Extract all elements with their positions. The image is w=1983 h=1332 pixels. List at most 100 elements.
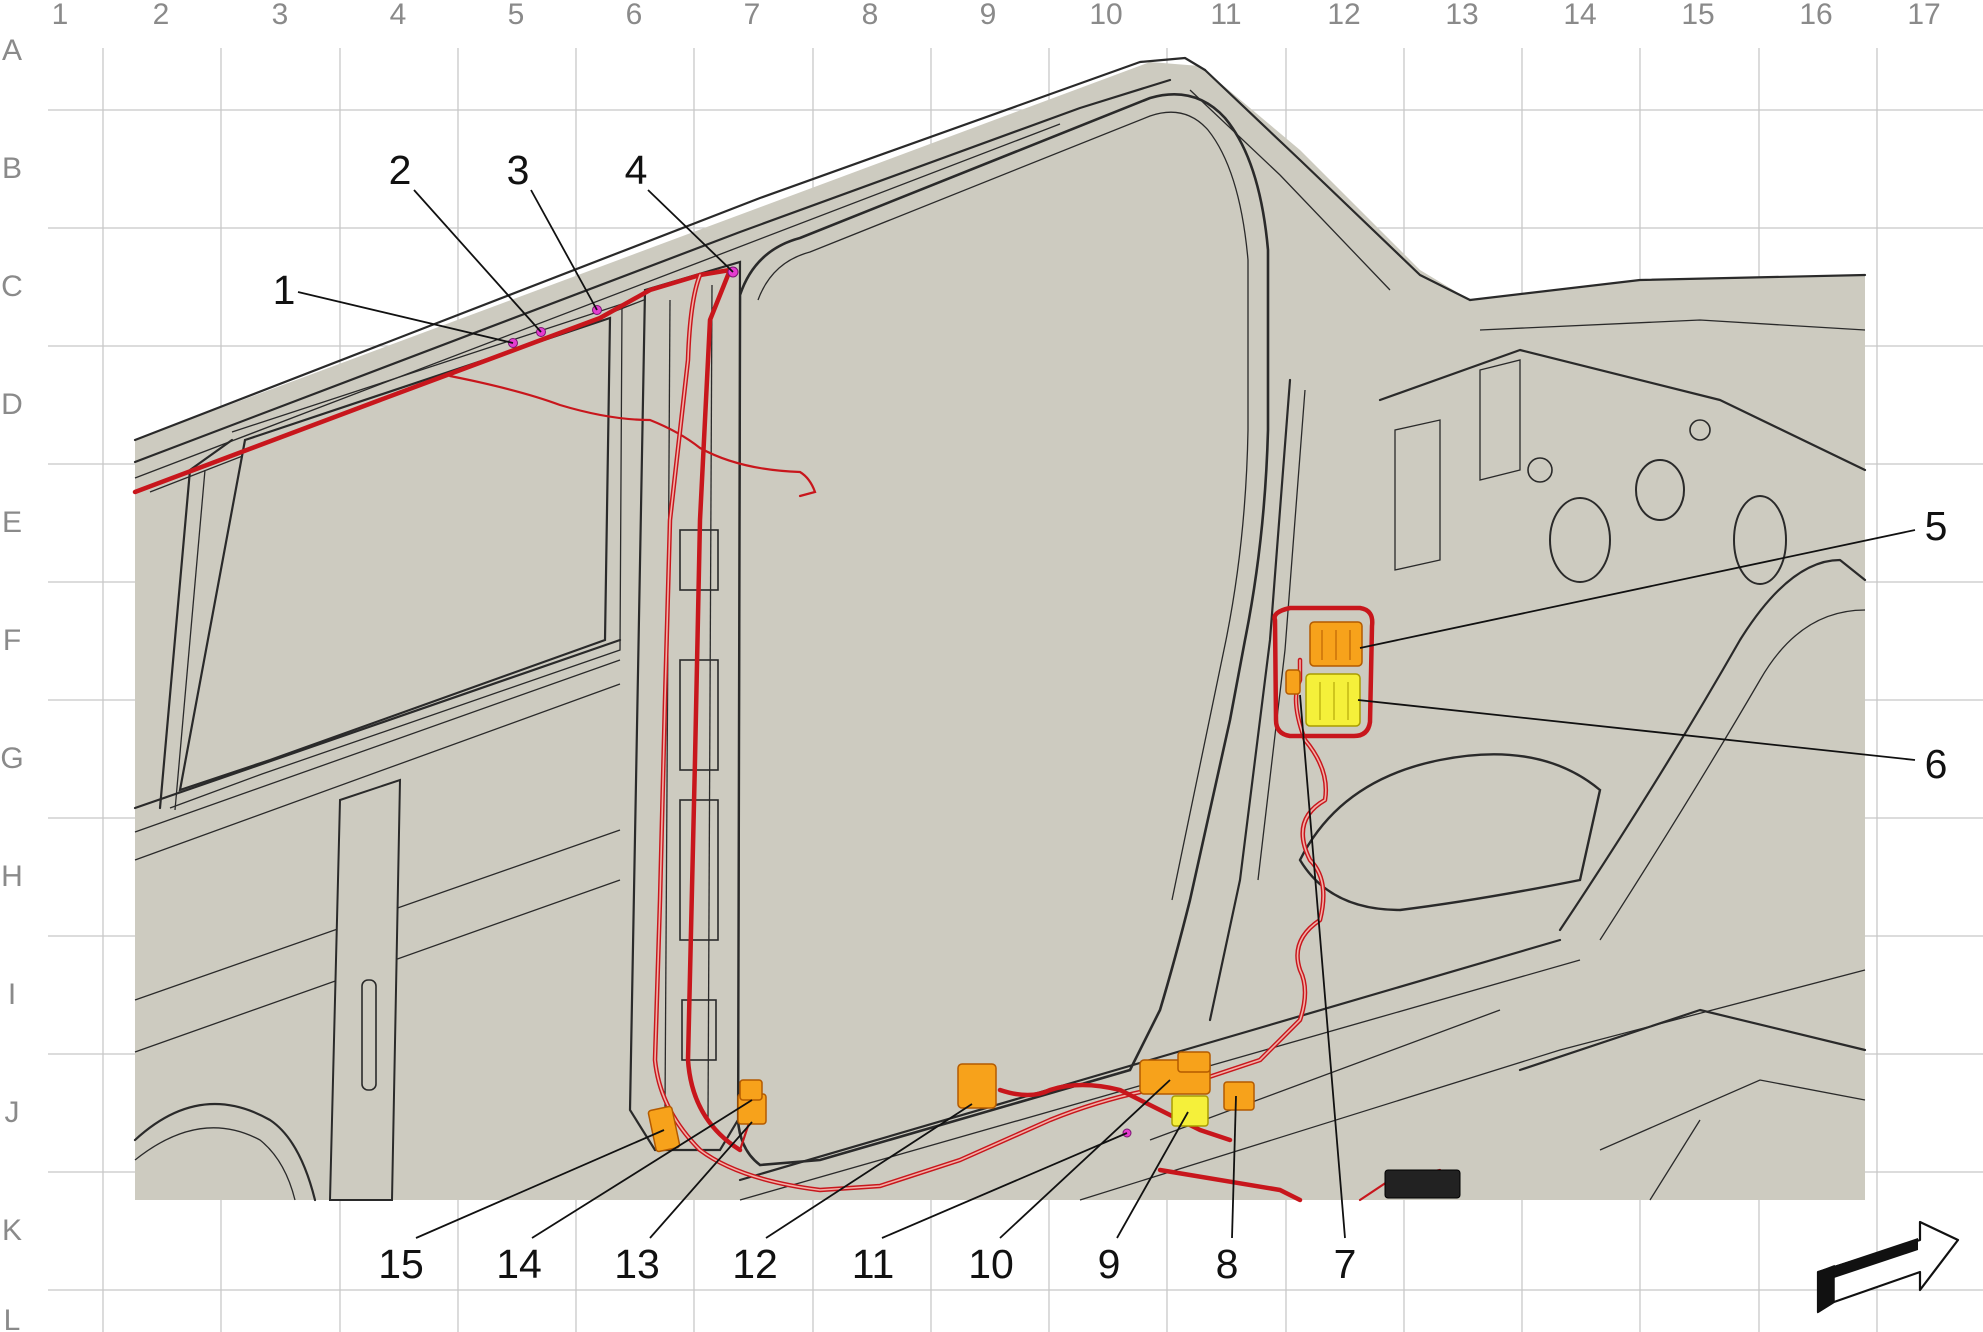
roof-rail-inner — [133, 78, 1172, 464]
leader-line-2 — [413, 189, 542, 333]
pillar-slot — [361, 979, 377, 1091]
b-pillar-cutout — [681, 999, 717, 1061]
b-pillar-cutout — [679, 799, 719, 941]
roof-harness-branch — [448, 374, 817, 498]
roof-rail-outer — [133, 56, 1207, 442]
grid-row-label: J — [5, 1096, 20, 1129]
callout-label-4: 4 — [625, 147, 648, 193]
callout-label-7: 7 — [1334, 1241, 1357, 1287]
grid-column-label: 7 — [744, 0, 761, 31]
grid-row-label: E — [2, 506, 22, 539]
leader-line-1 — [297, 291, 514, 344]
grid-column-label: 16 — [1799, 0, 1832, 31]
front-direction-arrow-icon — [1816, 1220, 1960, 1314]
grid-column-labels: 1 2 3 4 5 6 7 8 9 10 11 12 13 14 15 16 1… — [52, 0, 1941, 31]
grid-row-label: B — [2, 152, 22, 185]
beltline-line — [134, 659, 621, 833]
grid-column-label: 8 — [862, 0, 879, 31]
roof-harness — [132, 267, 733, 495]
beltline — [133, 638, 622, 810]
front-wheelhouse — [1298, 753, 1602, 912]
connector-12 — [957, 1063, 997, 1109]
firewall-bracket — [1479, 359, 1521, 481]
grid-column-label: 2 — [153, 0, 170, 31]
connector-6 — [1305, 673, 1361, 727]
grid-column-label: 9 — [980, 0, 997, 31]
front-wheelhouse-arch-inner — [1599, 609, 1866, 941]
firewall-hole — [1635, 459, 1685, 521]
beltline-line — [134, 683, 621, 861]
side-window-frame — [169, 303, 623, 809]
hinge-pillar — [1208, 378, 1292, 1022]
callout-label-11: 11 — [852, 1241, 895, 1287]
connector-15 — [647, 1105, 681, 1153]
leader-line-15 — [415, 1129, 665, 1239]
grid-row-label: D — [1, 388, 23, 421]
cowl-line — [1479, 319, 1866, 331]
a-pillar-line — [1189, 89, 1391, 291]
b-pillar-line — [707, 284, 713, 1121]
grid-row-label: I — [8, 978, 16, 1011]
callout-label-9: 9 — [1098, 1241, 1121, 1287]
grid-row-label: G — [0, 742, 23, 775]
grid-column-label: 15 — [1681, 0, 1714, 31]
bracket-connector — [1285, 669, 1301, 695]
rear-vertical-pillar — [328, 778, 402, 1201]
grid-column-label: 11 — [1210, 0, 1241, 31]
grid-column-label: 10 — [1089, 0, 1122, 31]
leader-line-5 — [1359, 529, 1916, 649]
floor-crossmember — [1518, 1008, 1867, 1072]
callout-label-15: 15 — [378, 1241, 424, 1287]
leader-line-13 — [649, 1121, 753, 1239]
grid-row-label: A — [2, 34, 22, 67]
connector-14 — [739, 1079, 763, 1101]
firewall-bracket — [1394, 419, 1441, 571]
grid-row-label: H — [1, 860, 23, 893]
grid-column-label: 6 — [626, 0, 643, 31]
leader-line-14 — [531, 1099, 753, 1239]
dash-panel — [1378, 348, 1867, 472]
floor-crossmember-line — [1649, 1119, 1701, 1201]
callout-label-3: 3 — [507, 147, 530, 193]
callout-label-8: 8 — [1216, 1241, 1239, 1287]
front-door-opening — [736, 93, 1270, 1167]
firewall-hole — [1733, 495, 1787, 585]
grid-column-label: 3 — [272, 0, 289, 31]
wiring-harness — [132, 267, 1442, 1203]
leader-line-8 — [1231, 1095, 1237, 1239]
front-wheelhouse-arch — [1558, 558, 1867, 932]
vehicle-body — [133, 56, 1867, 1202]
callout-label-10: 10 — [968, 1241, 1014, 1287]
grid-column-label: 4 — [390, 0, 407, 31]
b-pillar-line — [664, 299, 671, 1111]
connector-10 — [1139, 1051, 1211, 1095]
leader-line-6 — [1357, 699, 1916, 761]
grid-column-label: 14 — [1563, 0, 1596, 31]
leader-line-9 — [1116, 1111, 1189, 1239]
b-pillar-harness-core — [654, 274, 1327, 1191]
grid-column-label: 1 — [52, 0, 69, 31]
floor-harness-branch — [997, 1082, 1233, 1143]
leader-line-4 — [647, 189, 734, 273]
connector-5 — [1309, 621, 1363, 667]
callout-label-2: 2 — [389, 147, 412, 193]
cowl-panel — [1468, 273, 1867, 302]
leader-line-3 — [530, 189, 598, 311]
callout-label-12: 12 — [732, 1241, 778, 1287]
firewall-hole — [1527, 457, 1553, 483]
grid-row-label: L — [4, 1304, 21, 1332]
floor-line — [1079, 969, 1866, 1201]
leader-line-7 — [1299, 694, 1346, 1239]
connector-8 — [1223, 1081, 1255, 1111]
firewall-hole — [1549, 497, 1611, 583]
rear-pillar-line — [174, 469, 206, 811]
b-pillar-harness-secondary — [685, 267, 743, 1153]
grid-column-label: 13 — [1445, 0, 1478, 31]
callout-label-5: 5 — [1925, 503, 1948, 549]
a-pillar — [1203, 68, 1472, 302]
floor-crossmember-line — [1599, 1079, 1866, 1151]
floor-connector-block — [1384, 1169, 1461, 1199]
grid-column-label: 17 — [1907, 0, 1940, 31]
hinge-pillar-line — [1257, 389, 1306, 881]
